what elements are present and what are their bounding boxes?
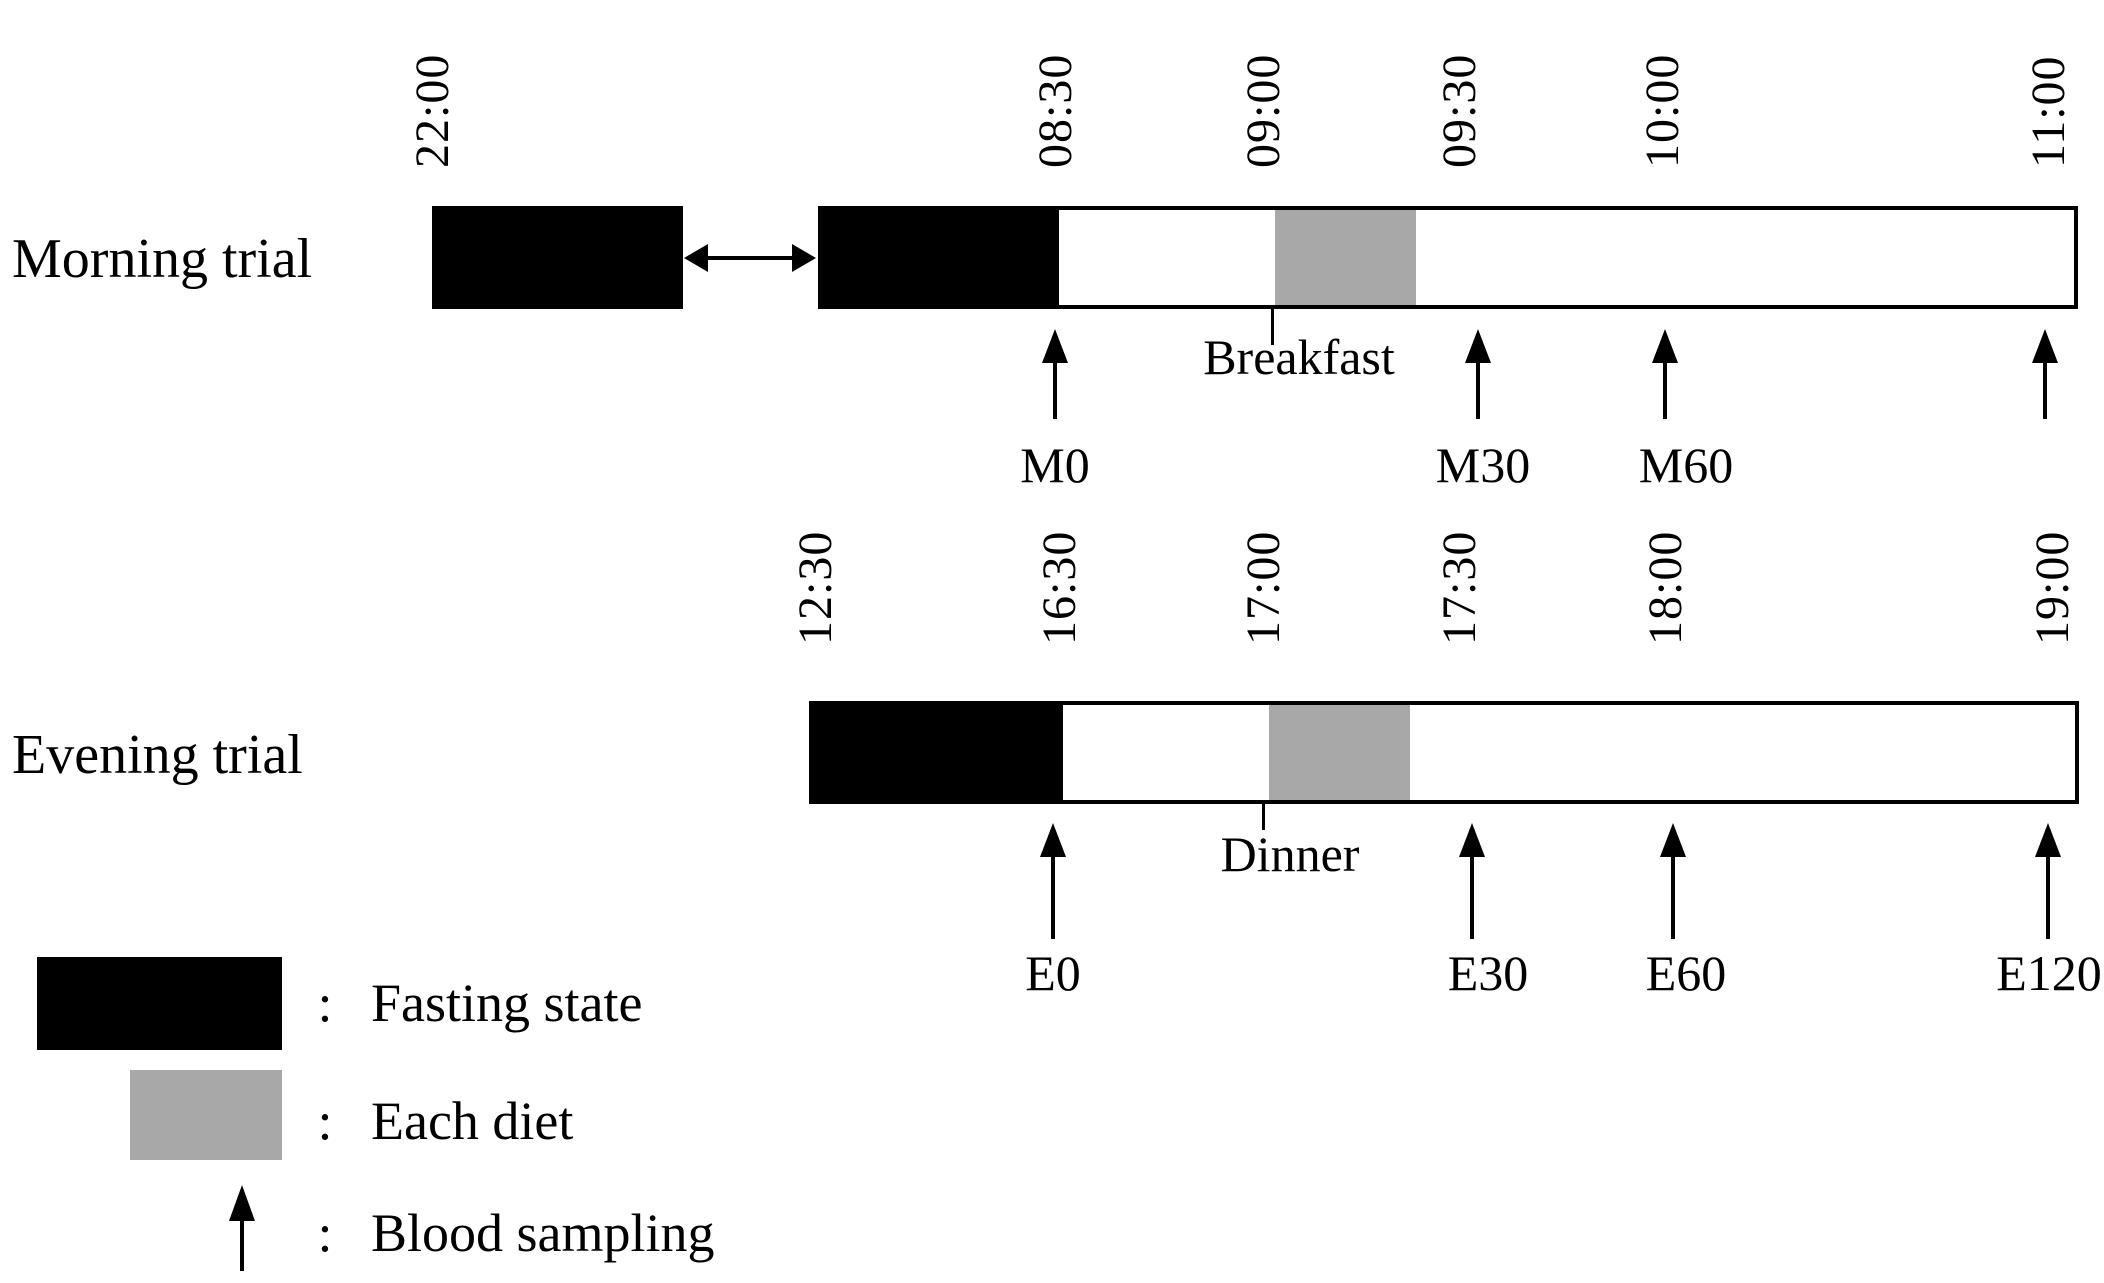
arrow-head: [2032, 329, 2058, 363]
legend-fasting-label: Fasting state: [371, 973, 643, 1033]
double-arrow-left-head-icon: [684, 244, 708, 272]
arrow-shaft: [1051, 857, 1055, 939]
morning-trial-label: Morning trial: [12, 228, 313, 290]
arrow-shaft: [2046, 857, 2050, 939]
arrow-shaft: [1671, 857, 1675, 939]
arrow-head: [1040, 823, 1066, 857]
legend-blood-sampling-arrow-icon: [229, 1185, 255, 1271]
morning-time-1000: 10:00: [1636, 53, 1689, 168]
double-arrow-shaft: [708, 256, 792, 260]
evening-postprandial-bar: [1059, 701, 2079, 804]
sample-label-e120: E120: [1996, 945, 2102, 1001]
breakfast-connector-line: [1271, 309, 1274, 345]
blood-sampling-arrow-icon-m0: [1042, 329, 1068, 419]
sample-label-e30: E30: [1447, 945, 1529, 1001]
morning-time-2200: 22:00: [406, 53, 459, 168]
legend-diet-swatch: [130, 1070, 282, 1160]
arrow-head: [229, 1185, 255, 1221]
evening-time-1900: 19:00: [2026, 530, 2079, 645]
evening-time-1800: 18:00: [1639, 530, 1692, 645]
arrow-shaft: [1053, 363, 1057, 419]
evening-time-1700: 17:00: [1237, 530, 1290, 645]
sample-label-m30: M30: [1435, 437, 1531, 493]
blood-sampling-arrow-icon-e60: [1660, 823, 1686, 939]
double-arrow-right-head-icon: [792, 244, 816, 272]
arrow-head: [2035, 823, 2061, 857]
evening-time-1730: 17:30: [1433, 530, 1486, 645]
evening-fasting-box: [809, 701, 1059, 804]
blood-sampling-arrow-icon-m120: [2032, 329, 2058, 419]
morning-fasting-box-night: [432, 206, 683, 309]
morning-time-0830: 08:30: [1029, 53, 1082, 168]
morning-fasting-box-morning: [818, 206, 1055, 309]
morning-time-0900: 09:00: [1237, 53, 1290, 168]
arrow-shaft: [1663, 363, 1667, 419]
legend-fasting-swatch: [37, 957, 282, 1050]
dinner-connector-line: [1262, 804, 1265, 830]
arrow-shaft: [1470, 857, 1474, 939]
breakfast-label: Breakfast: [1203, 329, 1395, 385]
morning-diet-box: [1275, 210, 1416, 305]
blood-sampling-arrow-icon-m30: [1465, 329, 1491, 419]
legend-blood-label: Blood sampling: [371, 1203, 715, 1263]
morning-postprandial-bar: [1055, 206, 2078, 309]
blood-sampling-arrow-icon-e120: [2035, 823, 2061, 939]
evening-trial-label: Evening trial: [12, 724, 303, 786]
arrow-head: [1660, 823, 1686, 857]
morning-time-1100: 11:00: [2022, 55, 2075, 168]
arrow-head: [1459, 823, 1485, 857]
arrow-shaft: [240, 1221, 244, 1271]
arrow-shaft: [2043, 363, 2047, 419]
evening-time-1230: 12:30: [789, 530, 842, 645]
legend-blood-colon: :: [317, 1203, 333, 1263]
morning-time-0930: 09:30: [1433, 53, 1486, 168]
arrow-shaft: [1476, 363, 1480, 419]
legend-diet-colon: :: [317, 1091, 333, 1151]
sample-label-m0: M0: [1020, 437, 1090, 493]
evening-diet-box: [1269, 705, 1410, 800]
blood-sampling-arrow-icon-m60: [1652, 329, 1678, 419]
sample-label-m60: M60: [1638, 437, 1734, 493]
double-arrow-icon: [684, 244, 816, 272]
arrow-head: [1652, 329, 1678, 363]
dinner-label: Dinner: [1220, 826, 1360, 882]
legend-diet-label: Each diet: [371, 1091, 574, 1151]
sample-label-e0: E0: [1025, 945, 1081, 1001]
legend-fasting-colon: :: [317, 973, 333, 1033]
blood-sampling-arrow-icon-e30: [1459, 823, 1485, 939]
sample-label-e60: E60: [1645, 945, 1727, 1001]
evening-time-1630: 16:30: [1033, 530, 1086, 645]
arrow-head: [1042, 329, 1068, 363]
arrow-head: [1465, 329, 1491, 363]
blood-sampling-arrow-icon-e0: [1040, 823, 1066, 939]
